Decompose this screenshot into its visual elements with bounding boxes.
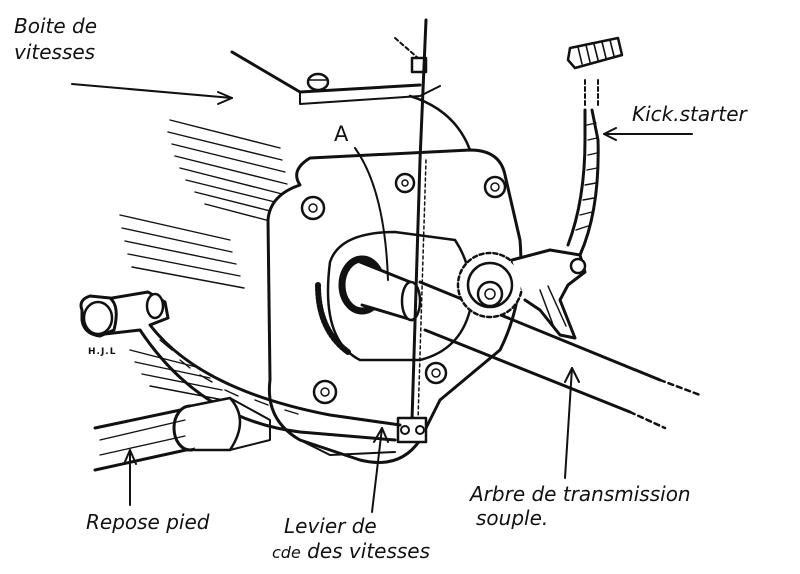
footrest-peg-tube [93, 406, 197, 472]
kickstart-arm-hatch [575, 122, 598, 231]
bolt-lower-left [312, 379, 338, 405]
top-nut [306, 72, 330, 92]
label-shaft-line1: Arbre de transmission [470, 482, 691, 506]
arrow-a [354, 147, 389, 281]
gear-rod [410, 18, 428, 422]
flexible-shaft-tube-dash [628, 378, 702, 430]
footrest-hole [145, 292, 165, 320]
label-point-a: A [334, 122, 349, 146]
bolt-lower-right [424, 361, 448, 385]
label-lever-rest: des vitesses [300, 539, 431, 563]
label-gearbox-line1: Boite de [14, 14, 98, 38]
kickstart-bracket [510, 248, 587, 340]
label-signature: H.J.L [88, 347, 117, 357]
arrow-shaft [564, 367, 573, 479]
rod-clevis [396, 416, 428, 444]
top-small-block [410, 56, 428, 74]
footrest-arm [94, 290, 402, 442]
kickstart-pivot [569, 257, 587, 275]
label-gearbox-line2: vitesses [14, 40, 96, 64]
label-lever-line2: cde des vitesses [272, 541, 430, 561]
bolt-upper-right [483, 175, 507, 199]
label-footrest: Repose pied [86, 510, 210, 534]
arrow-lever [371, 427, 383, 513]
arrow-gearbox [71, 83, 233, 99]
label-shaft-line2: souple. [476, 506, 549, 530]
housing-top-plate [299, 85, 441, 105]
spline-ring [315, 282, 351, 355]
footrest-arm-hatch [159, 339, 299, 415]
kickstart-arm-break [584, 79, 599, 106]
dashed-top [394, 37, 419, 59]
bolt-upper-mid [394, 172, 416, 194]
label-lever-line1: Levier de [284, 514, 377, 538]
kickstart-arm [566, 108, 600, 257]
label-kickstarter: Kick.starter [632, 102, 747, 126]
kickstart-gear [456, 251, 524, 319]
housing-shoulder [408, 94, 472, 152]
bolt-upper-left [300, 195, 326, 221]
housing-bottom [299, 439, 396, 456]
label-lever-abbr: cde [272, 543, 301, 562]
housing-hatching [119, 119, 292, 403]
